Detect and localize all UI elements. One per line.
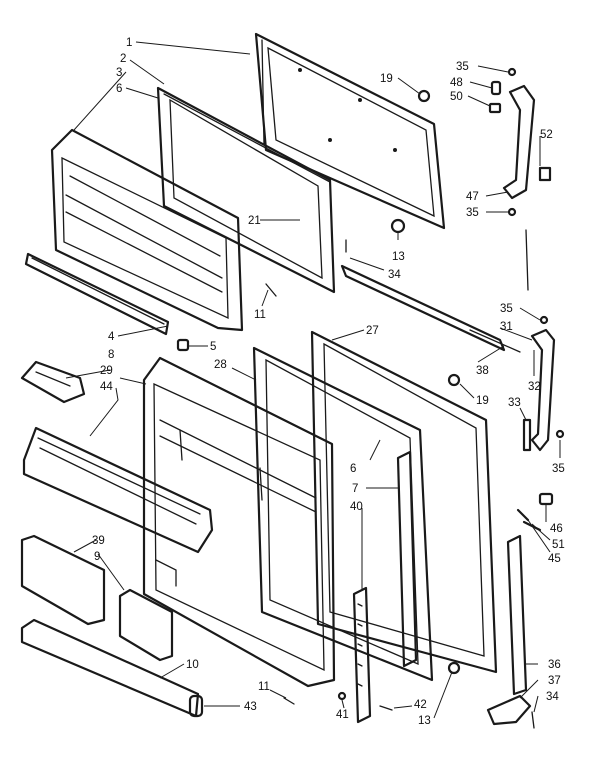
callout-35: 35 — [456, 61, 469, 73]
callout-46: 46 — [550, 523, 563, 535]
door-handle-trim-part — [396, 450, 418, 668]
callout-51: 51 — [552, 539, 565, 551]
fresh-food-door-gasket-part — [310, 330, 498, 674]
callout-36: 36 — [548, 659, 561, 671]
door-shelf-bin-part — [22, 426, 214, 554]
callout-11: 11 — [258, 681, 270, 693]
callout-29: 29 — [100, 365, 113, 377]
callout-21: 21 — [248, 215, 261, 227]
callout-35: 35 — [500, 303, 513, 315]
callout-31: 31 — [500, 321, 513, 333]
callout-6: 6 — [116, 83, 122, 95]
callout-41: 41 — [336, 709, 349, 721]
callout-47: 47 — [466, 191, 479, 203]
callout-44: 44 — [100, 381, 113, 393]
callout-35: 35 — [552, 463, 565, 475]
callout-28: 28 — [214, 359, 227, 371]
callout-4: 4 — [108, 331, 115, 343]
callout-39: 39 — [92, 535, 105, 547]
callout-48: 48 — [450, 77, 463, 89]
callout-19: 19 — [380, 73, 393, 85]
callout-33: 33 — [508, 397, 521, 409]
fresh-food-door-liner-part — [142, 356, 336, 688]
lower-small-parts — [188, 691, 393, 718]
center-hinge-bar-part — [340, 264, 521, 353]
callout-5: 5 — [210, 341, 216, 353]
callout-7: 7 — [352, 483, 358, 495]
callout-45: 45 — [548, 553, 561, 565]
callout-6: 6 — [350, 463, 356, 475]
callout-43: 43 — [244, 701, 257, 713]
callout-3: 3 — [116, 67, 122, 79]
callout-34: 34 — [388, 269, 401, 281]
callout-8: 8 — [108, 349, 114, 361]
callout-40: 40 — [350, 501, 363, 513]
callout-32: 32 — [528, 381, 541, 393]
lower-shelf-bar-part — [118, 588, 174, 662]
freezer-door-panel-part — [50, 128, 244, 332]
fresh-food-door-frame-part — [252, 346, 434, 682]
callout-37: 37 — [548, 675, 561, 687]
callout-2: 2 — [120, 53, 126, 65]
callout-19: 19 — [476, 395, 489, 407]
callout-52: 52 — [540, 129, 553, 141]
middle-hinge-assembly-part — [522, 315, 565, 452]
callout-11: 11 — [254, 309, 266, 321]
callout-9: 9 — [94, 551, 100, 563]
callout-13: 13 — [418, 715, 431, 727]
leader-lines — [65, 41, 561, 719]
lower-shelf-front-part — [20, 534, 106, 626]
callout-10: 10 — [186, 659, 199, 671]
bottom-hinge-assembly-part — [486, 534, 535, 729]
cam-hinge-parts — [516, 492, 554, 532]
freezer-door-gasket-part — [254, 32, 446, 230]
dairy-bin-part — [20, 360, 86, 404]
callout-34: 34 — [546, 691, 559, 703]
small-hardware-parts — [176, 89, 461, 675]
freezer-door-liner-part — [156, 86, 336, 294]
callout-38: 38 — [476, 365, 489, 377]
callout-50: 50 — [450, 91, 463, 103]
callout-42: 42 — [414, 699, 427, 711]
callout-35: 35 — [466, 207, 479, 219]
bottom-kick-strip-part — [20, 618, 200, 718]
callout-13: 13 — [392, 251, 405, 263]
callout-labels: 1 2 3 6 19 35 48 50 52 47 35 21 13 34 11… — [92, 37, 565, 727]
callout-27: 27 — [366, 325, 379, 337]
vertical-bracket-part — [352, 586, 372, 724]
callout-1: 1 — [126, 37, 132, 49]
door-trim-strip-part — [24, 252, 170, 336]
top-hinge-assembly-part — [488, 67, 552, 291]
